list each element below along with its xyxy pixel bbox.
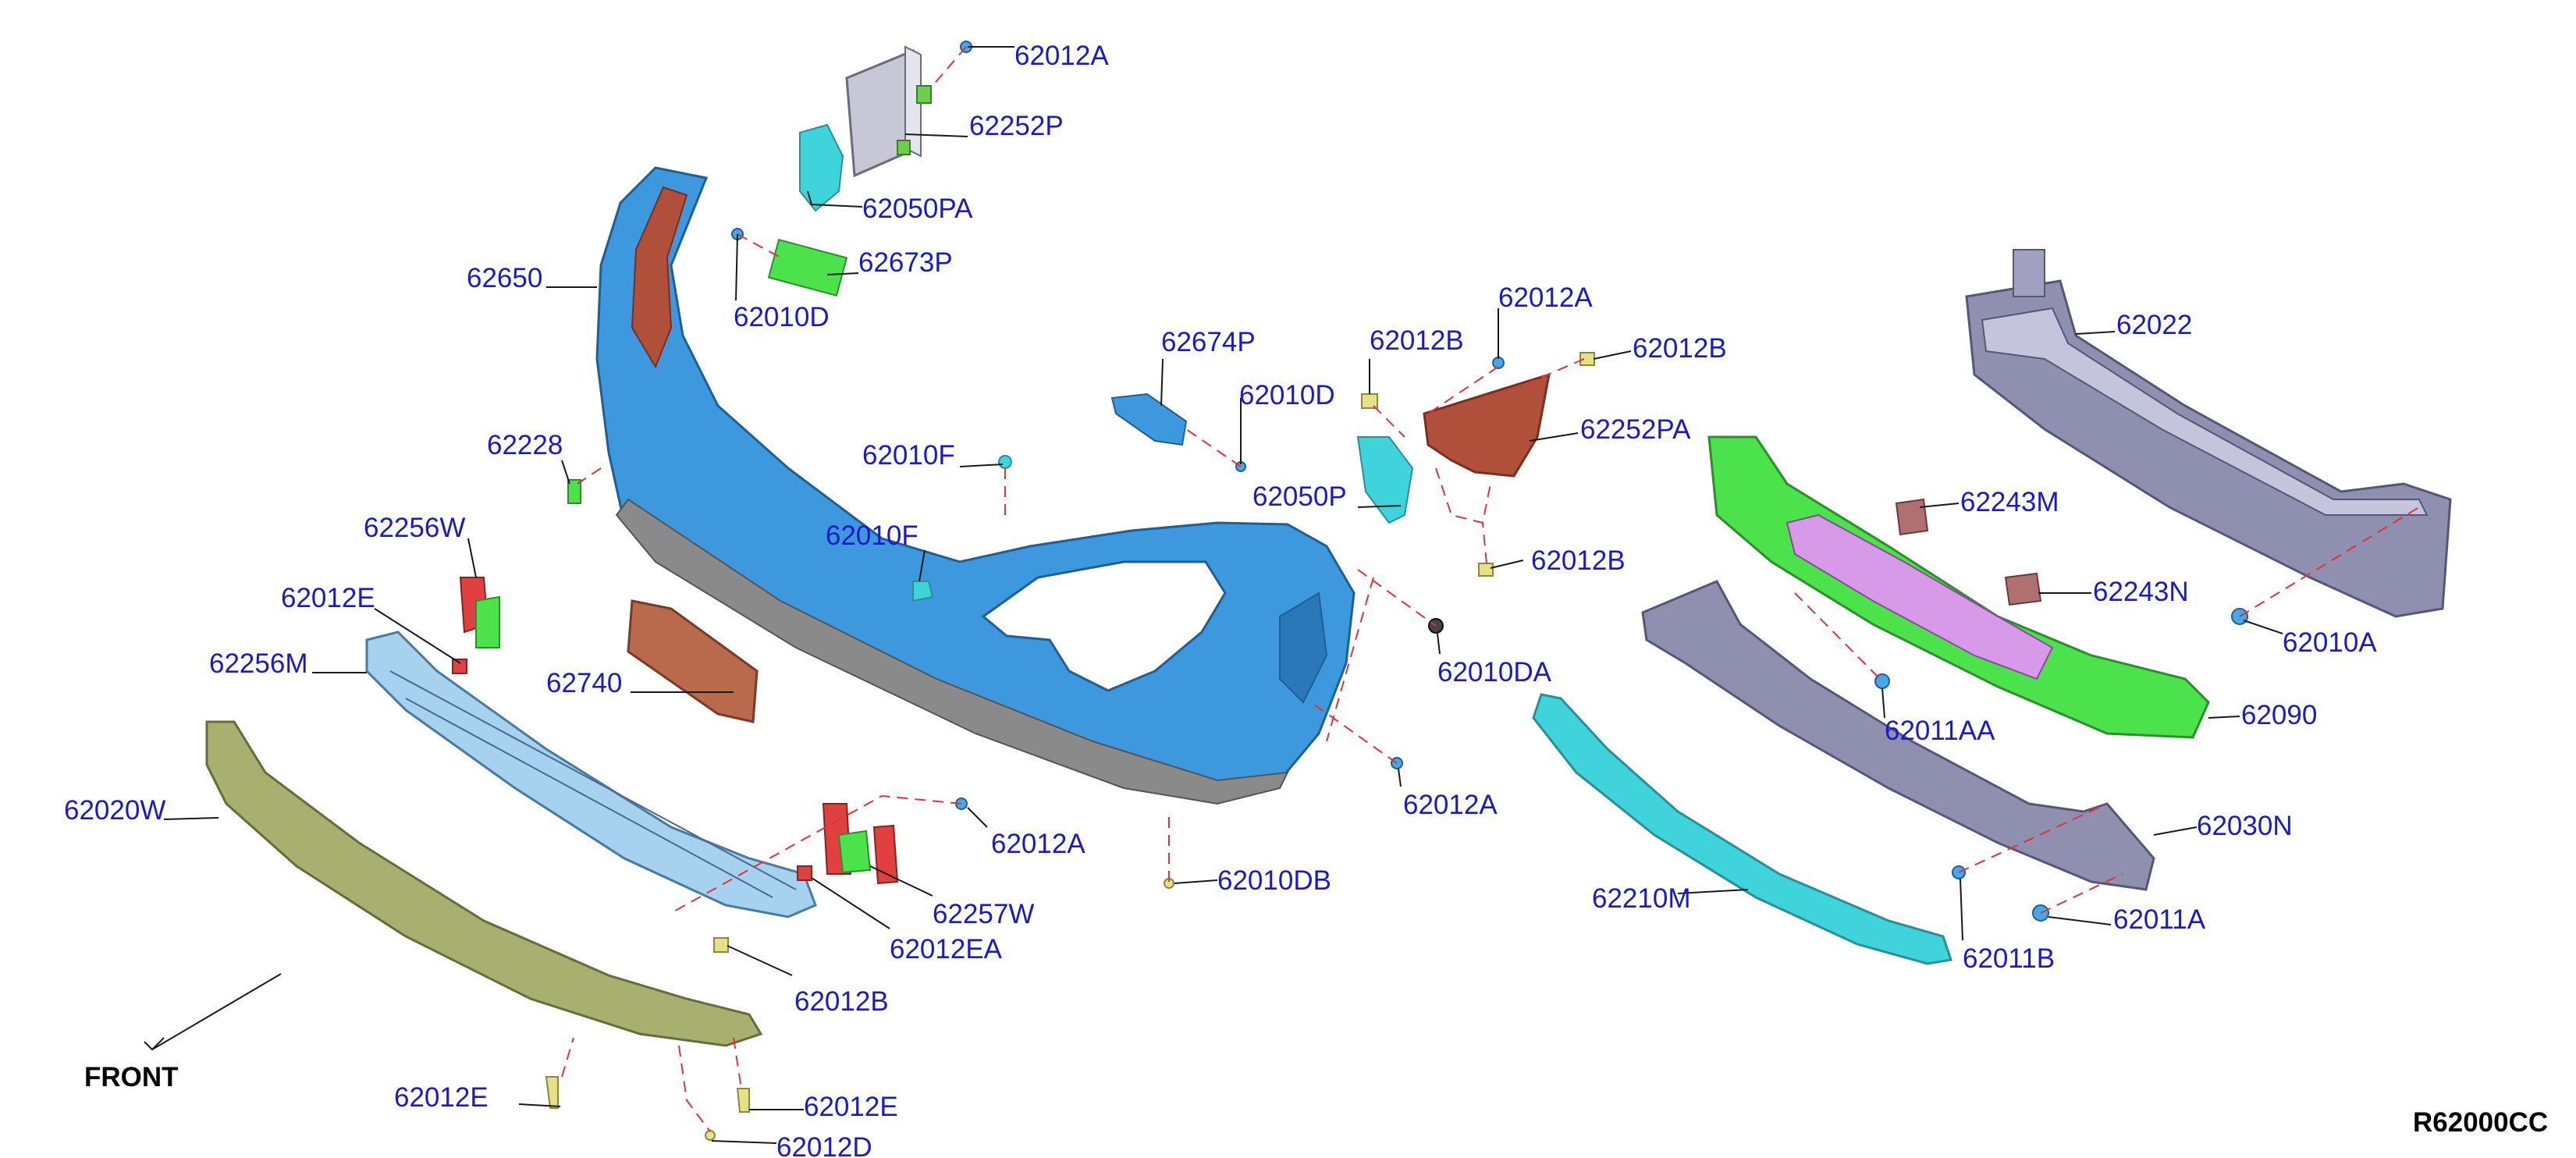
label-62010F-lower[interactable]: 62010F [826, 520, 918, 551]
label-62012D[interactable]: 62012D [776, 1132, 872, 1158]
label-62252PA[interactable]: 62252PA [1580, 414, 1691, 445]
label-62012A-low[interactable]: 62012A [1403, 790, 1498, 820]
label-62012A-top[interactable]: 62012A [1014, 41, 1109, 71]
small-stays-shapes [1895, 498, 2042, 606]
label-62256W[interactable]: 62256W [364, 513, 465, 543]
side-stay-shape [1110, 393, 1188, 446]
label-62256M[interactable]: 62256M [209, 648, 307, 679]
label-62010F-upper[interactable]: 62010F [862, 440, 955, 471]
label-62012EA[interactable]: 62012EA [890, 934, 1003, 964]
assembly-dashed-lines [561, 46, 2420, 1132]
lower-cover-shape [205, 720, 763, 1047]
label-62011B[interactable]: 62011B [1963, 943, 2055, 974]
label-62674P[interactable]: 62674P [1161, 327, 1256, 357]
lower-beam-shape [1641, 580, 2155, 891]
label-62228[interactable]: 62228 [487, 430, 563, 460]
label-62090[interactable]: 62090 [2241, 700, 2317, 730]
label-62740[interactable]: 62740 [546, 668, 622, 698]
label-62012B-right[interactable]: 62012B [1633, 333, 1727, 364]
label-62210M[interactable]: 62210M [1592, 883, 1690, 914]
label-62010D-mid[interactable]: 62010D [1239, 380, 1335, 410]
label-62012E-left[interactable]: 62012E [281, 583, 375, 613]
leader-lines [144, 46, 2283, 1144]
label-62012E-bottom-right[interactable]: 62012E [804, 1092, 898, 1122]
reinforcement-beam-shape [1965, 249, 2452, 618]
label-62011A[interactable]: 62011A [2113, 904, 2206, 935]
side-bracket-shapes [459, 577, 899, 885]
upper-bracket-shapes [767, 45, 932, 297]
label-62257W[interactable]: 62257W [933, 899, 1034, 929]
label-62010A[interactable]: 62010A [2283, 627, 2377, 658]
label-62243N[interactable]: 62243N [2093, 577, 2189, 607]
label-62012A-right[interactable]: 62012A [1498, 282, 1593, 313]
part-labels: 62012A 62252P 62050PA 62673P 62650 62010… [64, 41, 2377, 1158]
figure-code: R62000CC [2413, 1107, 2548, 1138]
label-62010D-left[interactable]: 62010D [734, 302, 830, 332]
label-62650[interactable]: 62650 [467, 263, 542, 293]
label-62020W[interactable]: 62020W [64, 795, 165, 826]
front-direction-label: FRONT [84, 1062, 179, 1092]
label-62010DA[interactable]: 62010DA [1437, 657, 1552, 687]
label-62030N[interactable]: 62030N [2197, 811, 2293, 841]
label-62012E-bottom-left[interactable]: 62012E [394, 1082, 489, 1113]
label-62011AA[interactable]: 62011AA [1885, 716, 1995, 746]
label-62010DB[interactable]: 62010DB [1217, 865, 1331, 896]
label-62673P[interactable]: 62673P [858, 247, 953, 278]
lower-stiffener-shape [1532, 693, 1952, 965]
label-62050P[interactable]: 62050P [1252, 481, 1347, 512]
label-62022[interactable]: 62022 [2116, 310, 2192, 340]
label-62050PA[interactable]: 62050PA [862, 194, 973, 224]
label-62252P[interactable]: 62252P [969, 111, 1064, 141]
license-bracket-shape [627, 599, 759, 723]
energy-absorber-shape [1707, 435, 2210, 739]
label-62012B-upper[interactable]: 62012B [1370, 325, 1464, 356]
label-62012B-low[interactable]: 62012B [794, 986, 889, 1017]
label-62012B-mid[interactable]: 62012B [1531, 545, 1626, 576]
label-62243M[interactable]: 62243M [1960, 487, 2059, 517]
bumper-fascia-shape [595, 166, 1356, 805]
right-bracket-shapes [1356, 352, 1595, 577]
lower-grille-shape [365, 631, 817, 918]
label-62012A-center[interactable]: 62012A [991, 829, 1085, 859]
